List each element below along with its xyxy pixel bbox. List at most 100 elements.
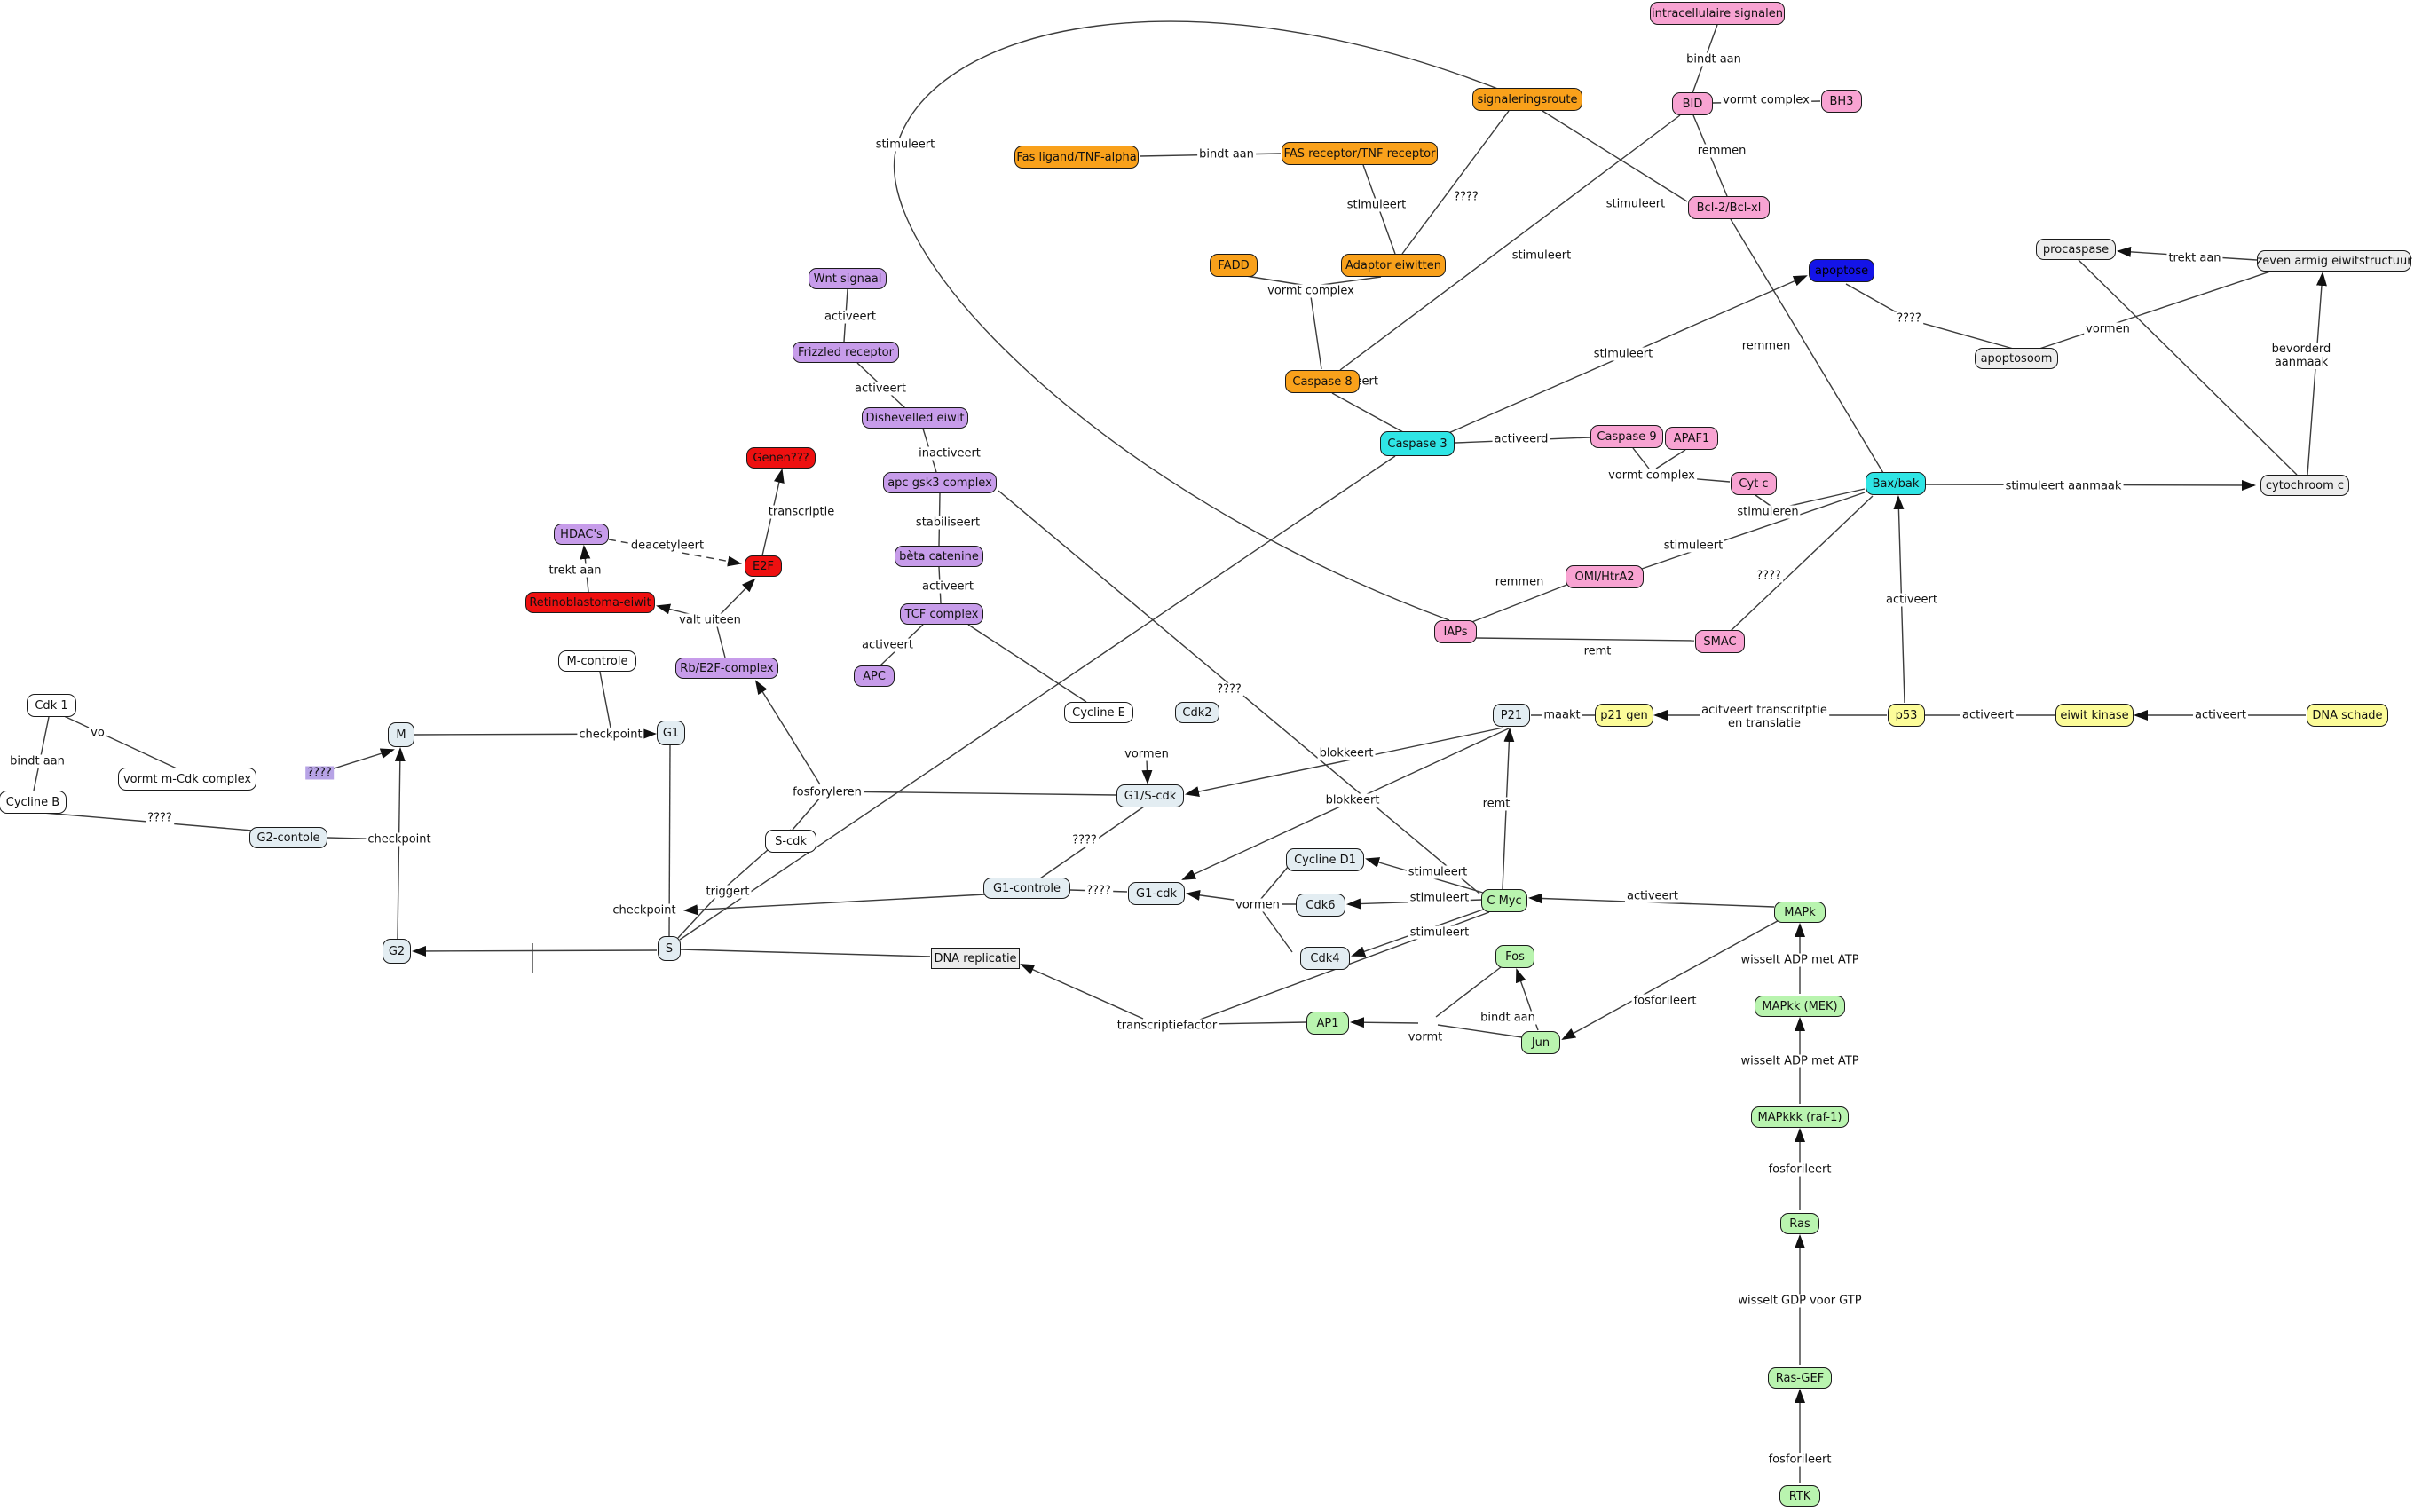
node-bid[interactable]: BID — [1672, 92, 1713, 115]
node-apc-gsk3-complex[interactable]: apc gsk3 complex — [883, 472, 997, 493]
edge-label[interactable]: remt — [1480, 797, 1512, 811]
node-genen[interactable]: Genen??? — [746, 447, 816, 469]
node-tcf-complex[interactable]: TCF complex — [900, 603, 983, 625]
node-apoptose[interactable]: apoptose — [1809, 259, 1874, 282]
node-cdk1[interactable]: Cdk 1 — [27, 694, 76, 717]
node-eiwit-kinase[interactable]: eiwit kinase — [2055, 704, 2134, 727]
node-ras[interactable]: Ras — [1780, 1213, 1819, 1234]
edge-label[interactable]: stimuleert — [1408, 891, 1471, 905]
edge-label[interactable]: transcriptiefactor — [1115, 1019, 1219, 1033]
edge-label[interactable]: checkpoint — [577, 728, 644, 742]
edge-label[interactable]: vormen — [2084, 322, 2132, 336]
edge-label[interactable]: ???? — [146, 811, 174, 825]
edge-label[interactable]: ???? — [1215, 682, 1243, 697]
edge-label[interactable]: fosforileert — [1766, 1453, 1834, 1467]
node-dna-schade[interactable]: DNA schade — [2307, 704, 2388, 727]
node-cycline-d1[interactable]: Cycline D1 — [1286, 848, 1364, 871]
edge-label[interactable]: vormen — [1123, 747, 1171, 761]
node-cycline-e[interactable]: Cycline E — [1064, 702, 1133, 723]
node-cycline-b[interactable]: Cycline B — [0, 791, 67, 814]
edge-label[interactable]: remmen — [1493, 575, 1546, 589]
node-hdacs[interactable]: HDAC's — [554, 524, 609, 545]
edge-label[interactable]: acitveert transcritptie en translatie — [1700, 704, 1829, 730]
edge-label[interactable]: activeerd — [1492, 432, 1550, 446]
node-g1[interactable]: G1 — [657, 721, 685, 745]
node-p53[interactable]: p53 — [1888, 704, 1925, 727]
edge-label[interactable]: wisselt ADP met ATP — [1739, 953, 1861, 967]
edge-label[interactable]: remt — [1582, 644, 1613, 658]
edge-label[interactable]: ???? — [1452, 190, 1480, 204]
node-mapkkk-raf1[interactable]: MAPkkk (raf-1) — [1751, 1106, 1849, 1128]
node-bh3[interactable]: BH3 — [1821, 90, 1862, 113]
node-g1-cdk[interactable]: G1-cdk — [1128, 882, 1185, 905]
edge-label[interactable]: bindt aan — [1684, 52, 1743, 67]
node-cdk2[interactable]: Cdk2 — [1175, 702, 1219, 723]
node-fadd[interactable]: FADD — [1210, 254, 1258, 277]
node-procaspase[interactable]: procaspase — [2036, 239, 2116, 260]
edge-label[interactable]: vormt complex — [1266, 284, 1356, 298]
node-signaleringsroute[interactable]: signaleringsroute — [1472, 88, 1582, 111]
edge-label[interactable]: activeert — [1625, 889, 1680, 903]
node-apoptosoom[interactable]: apoptosoom — [1975, 348, 2058, 369]
node-c-myc[interactable]: C Myc — [1481, 889, 1527, 912]
edge-label[interactable]: ???? — [1070, 833, 1099, 847]
node-dishevelled-eiwit[interactable]: Dishevelled eiwit — [862, 407, 968, 429]
node-g2[interactable]: G2 — [383, 939, 411, 964]
node-s-cdk[interactable]: S-cdk — [765, 830, 816, 853]
edge-label[interactable]: fosforyleren — [791, 785, 864, 799]
edge-label[interactable]: bevorderd aanmaak — [2244, 343, 2358, 369]
edge-label[interactable]: bindt aan — [8, 754, 67, 768]
edge-label[interactable]: activeert — [823, 310, 878, 324]
edge-label[interactable]: vormt complex — [1721, 93, 1811, 107]
node-dna-replicatie[interactable]: DNA replicatie — [931, 948, 1020, 969]
edge-label[interactable]: vormen — [1234, 898, 1282, 912]
node-iaps[interactable]: IAPs — [1434, 620, 1477, 643]
node-frizzled-receptor[interactable]: Frizzled receptor — [793, 342, 899, 363]
edge-label[interactable]: stimuleert — [1510, 248, 1574, 263]
node-rb-e2f-complex[interactable]: Rb/E2F-complex — [675, 658, 778, 679]
edge-label[interactable]: stimuleert — [1604, 197, 1668, 211]
node-mapkk-mek[interactable]: MAPkk (MEK) — [1755, 996, 1845, 1017]
node-g2-contole[interactable]: G2-contole — [249, 827, 327, 848]
edge-label[interactable]: vormt — [1406, 1030, 1445, 1044]
node-zeven-armig[interactable]: zeven armig eiwitstructuur — [2256, 250, 2412, 272]
edge-label[interactable]: stimuleert — [1591, 347, 1655, 361]
edge-label[interactable]: stabiliseert — [913, 516, 982, 530]
node-beta-catenine[interactable]: bèta catenine — [895, 546, 983, 567]
edge-label[interactable]: trekt aan — [547, 563, 604, 578]
edge-label[interactable]: checkpoint — [366, 832, 433, 847]
edge-label[interactable]: bindt aan — [1197, 147, 1256, 161]
node-adaptor-eiwitten[interactable]: Adaptor eiwitten — [1341, 254, 1446, 277]
node-m-controle[interactable]: M-controle — [558, 650, 636, 672]
node-mapk[interactable]: MAPk — [1774, 902, 1826, 923]
edge-label[interactable]: activeert — [2193, 708, 2248, 722]
edge-label[interactable]: stimuleert — [1345, 198, 1408, 212]
edge-label[interactable]: ???? — [305, 766, 334, 780]
edge-label[interactable]: stimuleert — [1661, 539, 1725, 553]
edge-label[interactable]: blokkeert — [1317, 746, 1376, 760]
edge-label[interactable]: trekt aan — [2166, 251, 2223, 265]
node-baxbak[interactable]: Bax/bak — [1866, 472, 1926, 495]
edge-label[interactable]: vo — [89, 726, 106, 740]
edge-label[interactable]: activeert — [853, 382, 908, 396]
edge-label[interactable]: stimuleert — [1408, 925, 1471, 940]
edge-label[interactable]: wisselt ADP met ATP — [1739, 1054, 1861, 1068]
edge-label[interactable]: checkpoint — [611, 903, 678, 917]
edge-label[interactable]: transcriptie — [766, 505, 837, 519]
edge-label[interactable]: stimuleren — [1735, 505, 1801, 519]
node-cdk4[interactable]: Cdk4 — [1300, 947, 1350, 970]
node-caspase3[interactable]: Caspase 3 — [1380, 431, 1455, 456]
node-ras-gef[interactable]: Ras-GEF — [1768, 1367, 1832, 1389]
node-ap1[interactable]: AP1 — [1306, 1012, 1349, 1035]
node-intracellulaire-signalen[interactable]: intracellulaire signalen — [1650, 2, 1785, 25]
edge-label[interactable]: deacetyleert — [628, 539, 706, 553]
node-bcl2[interactable]: Bcl-2/Bcl-xl — [1688, 196, 1770, 219]
node-g1-controle[interactable]: G1-controle — [983, 878, 1070, 899]
node-caspase9[interactable]: Caspase 9 — [1590, 425, 1663, 448]
edge-label[interactable]: maakt — [1542, 708, 1582, 722]
node-cytc[interactable]: Cyt c — [1731, 472, 1777, 495]
edge-label[interactable]: activeert — [1960, 708, 2016, 722]
node-wnt-signaal[interactable]: Wnt signaal — [809, 268, 887, 289]
edge-label[interactable]: blokkeert — [1323, 793, 1382, 807]
edge-label[interactable]: ???? — [1895, 311, 1923, 326]
